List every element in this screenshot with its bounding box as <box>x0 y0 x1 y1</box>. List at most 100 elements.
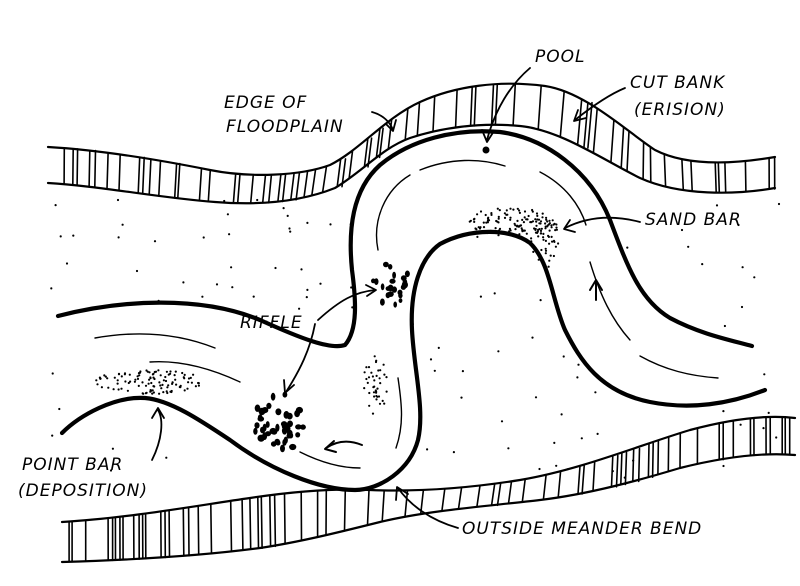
floodplain-dot <box>319 282 322 285</box>
sand-grain <box>554 245 558 248</box>
hatch-line <box>690 159 694 192</box>
sand-grain <box>548 229 551 232</box>
floodplain-dot <box>538 467 541 471</box>
sand-grain <box>507 231 510 235</box>
hatch-line <box>229 499 233 553</box>
floodplain-dot <box>201 295 204 298</box>
hatch-line <box>158 160 162 197</box>
sand-grain <box>519 224 523 227</box>
floodplain-dot <box>59 235 62 238</box>
sand-grain <box>164 375 167 379</box>
hatch-line <box>537 84 543 131</box>
hatch-line <box>620 126 625 169</box>
sand-grain <box>117 373 121 376</box>
sand-grain <box>375 391 378 394</box>
hatch-line <box>615 454 619 488</box>
sand-grain <box>522 221 526 224</box>
sand-grain <box>365 377 368 381</box>
sand-grain <box>516 219 519 222</box>
sand-grain <box>555 223 558 226</box>
hatch-line <box>657 439 660 476</box>
hatch-line <box>268 494 272 548</box>
floodplain-dot <box>753 276 756 279</box>
flow-arrows <box>324 279 603 453</box>
sand-grain <box>531 208 534 212</box>
floodplain-dot <box>298 307 301 310</box>
leader-lines <box>151 67 641 529</box>
hatch-line <box>559 90 566 138</box>
hatch-line <box>521 478 527 503</box>
sand-grain <box>521 218 524 221</box>
riffle-pebble <box>404 270 410 278</box>
floodplain-dot <box>722 410 725 413</box>
sand-grain <box>378 402 382 405</box>
sand-grain <box>550 235 553 238</box>
flow-arrow <box>589 279 603 301</box>
sand-grain <box>373 379 376 382</box>
sand-grain <box>527 214 530 218</box>
sand-grain <box>487 219 491 222</box>
sand-grain <box>550 226 553 229</box>
sand-grain <box>178 385 181 389</box>
floodplain-dot <box>426 448 429 451</box>
sand-grain <box>557 242 560 245</box>
floodplain-dot <box>461 370 464 373</box>
sand-grain <box>197 384 200 387</box>
sand-grain <box>512 208 515 211</box>
sand-grain <box>128 373 131 376</box>
hatch-line <box>387 118 393 150</box>
sand-grain <box>486 231 489 235</box>
hatch-line <box>631 447 635 483</box>
floodplain-dot <box>231 286 234 289</box>
floodplain-dot <box>577 363 580 366</box>
floodplain-dot <box>594 391 597 394</box>
hatch-line <box>619 451 623 486</box>
sand-grain <box>536 218 539 221</box>
leader-pool <box>486 67 531 141</box>
floodplain-dot <box>437 346 440 349</box>
sand-grain <box>189 376 192 379</box>
sand-grain <box>509 229 512 232</box>
hatch-line <box>207 169 212 203</box>
water-flow-lines <box>94 159 719 469</box>
hatch-line <box>490 83 495 126</box>
sand-grain <box>373 385 376 388</box>
sand-grain <box>158 392 161 395</box>
sand-grain <box>124 380 127 383</box>
hatch-line <box>341 158 347 188</box>
riffle-pebble <box>380 283 385 291</box>
sand-grain <box>541 212 544 215</box>
sand-grain <box>107 386 110 389</box>
sand-grain <box>490 212 493 215</box>
sand-grain <box>167 384 170 387</box>
floodplain-dot <box>274 266 277 270</box>
floodplain-dot <box>109 469 113 472</box>
leader-outside-bend-head <box>395 486 409 501</box>
floodplain-dot <box>777 202 781 206</box>
floodplain-dot <box>560 413 563 416</box>
flow-line <box>395 377 403 449</box>
flow-arrow <box>324 440 363 453</box>
sand-grain <box>542 238 545 241</box>
sand-grain <box>370 371 373 374</box>
sand-grain <box>544 222 547 225</box>
sand-grain <box>158 381 161 384</box>
sand-grain <box>142 392 145 395</box>
sand-grain <box>530 237 533 240</box>
sand-grain <box>148 371 151 374</box>
sand-grain <box>540 227 543 230</box>
flow-line <box>419 159 506 171</box>
sand-grain <box>482 226 486 229</box>
riffle-pebble <box>286 433 292 439</box>
riffle-pebble <box>275 408 282 416</box>
sand-grain <box>149 389 152 392</box>
hatch-line <box>651 442 655 479</box>
sand-grain <box>165 370 168 373</box>
riffle-pebble <box>374 278 379 285</box>
hatch-line <box>173 162 178 199</box>
sand-grain <box>368 391 371 395</box>
hatch-line <box>289 172 295 201</box>
riffle-pebble <box>289 443 297 451</box>
sand-grain <box>106 377 109 380</box>
hatch-line <box>714 161 718 194</box>
